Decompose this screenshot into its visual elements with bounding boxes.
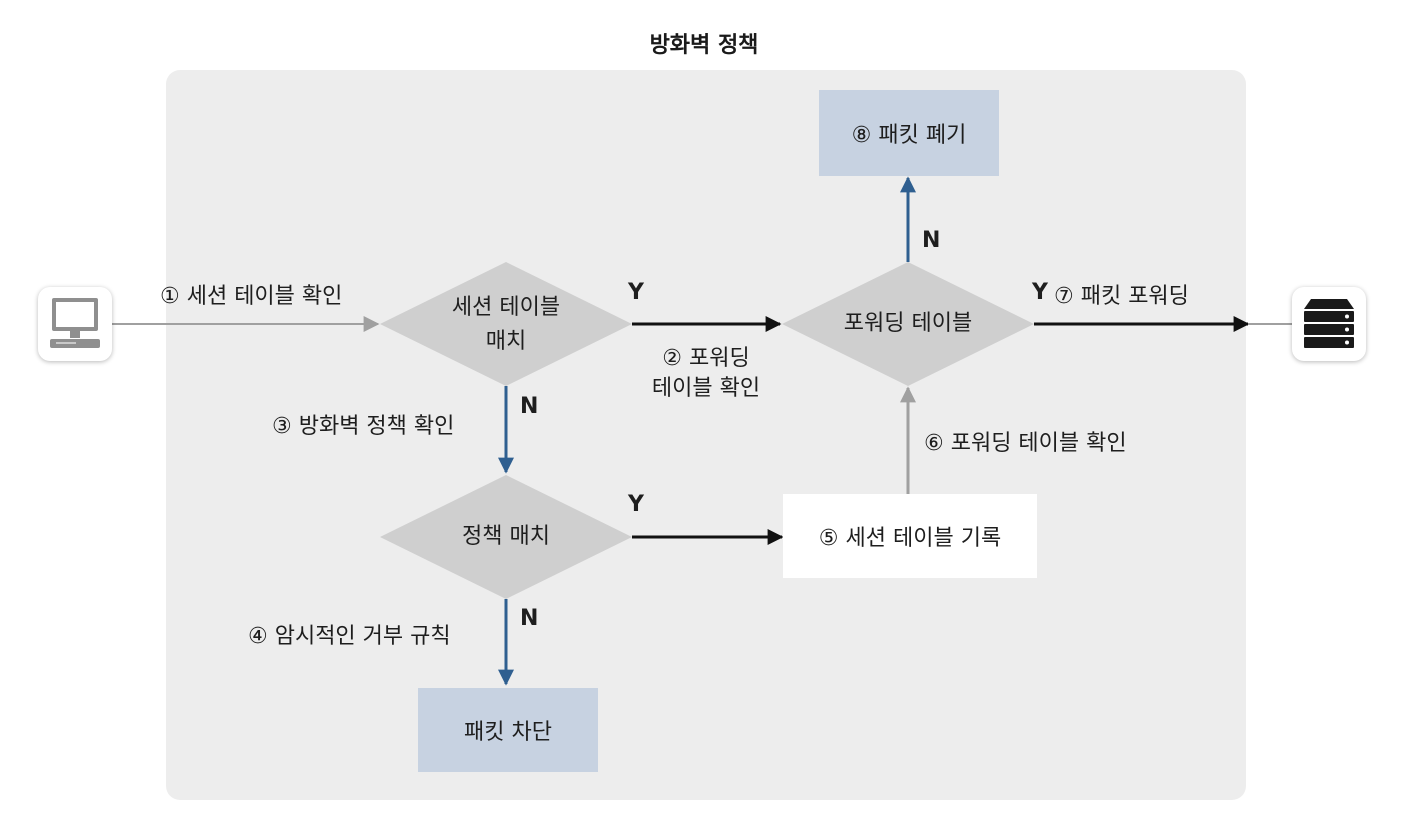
server-icon bbox=[1304, 299, 1354, 348]
session-match-text: 세션 테이블 매치 bbox=[406, 290, 606, 360]
step2-label: ② 포워딩 테이블 확인 bbox=[622, 344, 790, 404]
step4-label: ④ 암시적인 거부 규칙 bbox=[248, 624, 451, 649]
session-record-box: ⑤ 세션 테이블 기록 bbox=[783, 494, 1037, 578]
computer-icon bbox=[50, 298, 100, 348]
step2-line2: 테이블 확인 bbox=[651, 376, 761, 401]
forward-no-marker: N bbox=[922, 228, 941, 253]
step2-line1: ② 포워딩 bbox=[662, 346, 750, 371]
session-no-marker: N bbox=[520, 394, 539, 419]
step7-label: ⑦ 패킷 포워딩 bbox=[1054, 284, 1189, 309]
destination-server bbox=[1292, 287, 1366, 361]
policy-no-marker: N bbox=[520, 606, 539, 631]
source-computer bbox=[38, 287, 112, 361]
session-match-line1: 세션 테이블 bbox=[451, 295, 561, 320]
step6-label: ⑥ 포워딩 테이블 확인 bbox=[924, 431, 1127, 456]
forward-yes-marker: Y bbox=[1032, 280, 1048, 305]
session-yes-marker: Y bbox=[628, 280, 644, 305]
policy-match-diamond bbox=[380, 475, 632, 599]
firewall-policy-panel bbox=[166, 70, 1246, 800]
packet-discard-box: ⑧ 패킷 폐기 bbox=[819, 90, 999, 176]
diagram-title: 방화벽 정책 bbox=[649, 33, 759, 58]
session-match-diamond bbox=[380, 262, 632, 386]
session-match-line2: 매치 bbox=[485, 329, 527, 354]
policy-match-text: 정책 매치 bbox=[462, 524, 550, 549]
packet-block-box: 패킷 차단 bbox=[418, 688, 598, 772]
policy-yes-marker: Y bbox=[628, 492, 644, 517]
forwarding-table-diamond bbox=[782, 262, 1034, 386]
forwarding-table-text: 포워딩 테이블 bbox=[843, 311, 973, 336]
step3-label: ③ 방화벽 정책 확인 bbox=[272, 414, 455, 439]
step1-label: ① 세션 테이블 확인 bbox=[160, 284, 343, 309]
